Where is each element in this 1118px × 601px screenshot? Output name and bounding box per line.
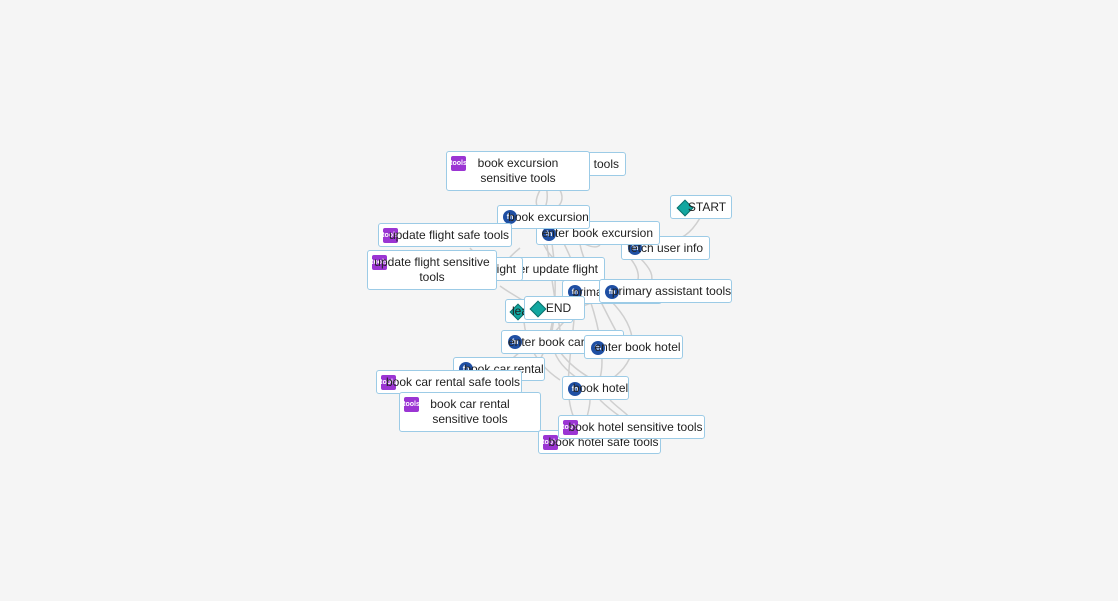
node-book-excursion[interactable]: fn book excursion	[497, 205, 590, 229]
tools-icon: tools	[450, 156, 467, 171]
tools-icon: tools	[382, 228, 399, 243]
node-label: book car rental sensitive tools	[430, 397, 510, 426]
node-label: START	[687, 199, 727, 214]
function-icon: fn	[503, 210, 517, 224]
function-icon: fn	[542, 227, 556, 241]
node-end[interactable]: END	[524, 296, 585, 320]
node-label: book excursion	[508, 209, 589, 224]
node-start[interactable]: START	[670, 195, 732, 219]
node-book-hotel[interactable]: fn book hotel	[562, 376, 629, 400]
tools-icon: tools	[371, 255, 388, 270]
node-enter-book-hotel[interactable]: fn enter book hotel	[584, 335, 683, 359]
tools-icon: tools	[542, 435, 559, 450]
tools-icon: tools	[562, 420, 579, 435]
node-book-excursion-sensitive-tools[interactable]: tools book excursion sensitive tools	[446, 151, 590, 191]
tools-icon: tools	[403, 397, 420, 412]
function-icon: fn	[568, 382, 582, 396]
node-book-car-rental-safe-tools[interactable]: tools book car rental safe tools	[376, 370, 522, 394]
node-label: update flight sensitive tools	[374, 255, 490, 284]
node-book-car-rental-sensitive-tools[interactable]: tools book car rental sensitive tools	[399, 392, 541, 432]
node-label: update flight safe tools	[388, 227, 510, 242]
node-label: enter book hotel	[594, 339, 681, 354]
node-label: primary assistant tools	[611, 283, 732, 298]
node-update-flight-sensitive-tools[interactable]: tools update flight sensitive tools	[367, 250, 497, 290]
node-primary-assistant-tools[interactable]: fn primary assistant tools	[599, 279, 732, 303]
node-label: enter book excursion	[541, 225, 653, 240]
tools-icon: tools	[380, 375, 397, 390]
node-label: book hotel sensitive tools	[568, 419, 703, 434]
node-label: book car rental safe tools	[385, 374, 521, 389]
function-icon: fn	[605, 285, 619, 299]
node-label: book excursion sensitive tools	[477, 156, 559, 185]
node-update-flight-safe-tools[interactable]: tools update flight safe tools	[378, 223, 512, 247]
function-icon: fn	[508, 335, 522, 349]
node-label: book hotel	[572, 380, 629, 395]
end-diamond-icon	[529, 300, 547, 318]
node-label: enter update flight	[501, 261, 598, 276]
function-icon: fn	[591, 341, 605, 355]
node-label: END	[545, 300, 572, 315]
node-book-hotel-sensitive-tools[interactable]: tools book hotel sensitive tools	[558, 415, 705, 439]
function-icon: fn	[568, 285, 582, 299]
